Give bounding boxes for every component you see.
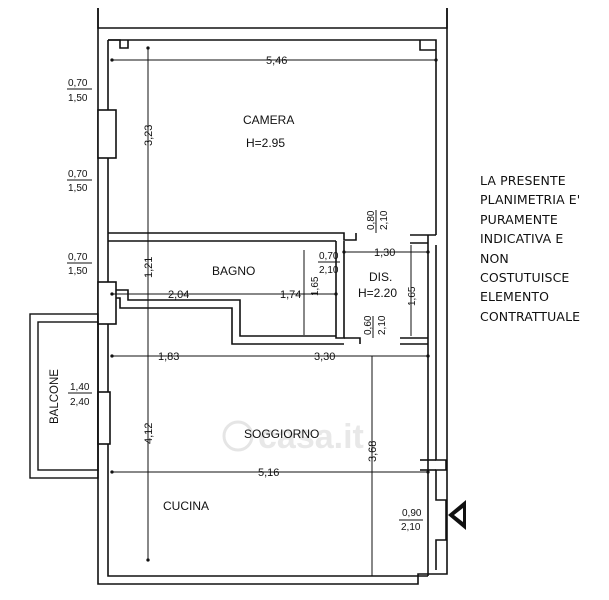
balcony xyxy=(29,313,99,479)
opening-door-dis-bottom: 2,10 xyxy=(377,315,388,335)
note-line: NON xyxy=(480,250,509,266)
note-line: COSTUTUISCE xyxy=(480,270,570,286)
room-label-camera: CAMERA xyxy=(243,113,294,127)
note-line: LA PRESENTE xyxy=(480,173,566,188)
room-height-camera: H=2.95 xyxy=(246,136,285,150)
opening-w2-bottom: 1,50 xyxy=(68,183,88,194)
room-label-soggiorno: SOGGIORNO xyxy=(244,427,319,441)
opening-entrance-top: 0,90 xyxy=(402,508,422,519)
opening-door-bagno-bottom: 2,10 xyxy=(319,265,339,276)
note-line: PURAMENTE xyxy=(480,211,558,227)
note-line: ELEMENTO xyxy=(480,289,550,305)
opening-w2-top: 0,70 xyxy=(68,169,88,180)
disclaimer-note: LA PRESENTE PLANIMETRIA E' PURAMENTE IND… xyxy=(480,171,605,326)
opening-fraction-bars xyxy=(67,88,423,521)
room-label-bagno: BAGNO xyxy=(212,264,255,278)
opening-door-camera-top: 0,80 xyxy=(366,210,377,230)
outer-walls xyxy=(97,8,448,585)
room-label-dis: DIS. xyxy=(369,270,392,284)
note-line: INDICATIVA E xyxy=(480,231,564,247)
opening-balcone-bottom: 2,40 xyxy=(70,397,90,408)
opening-w1-top: 0,70 xyxy=(68,78,88,89)
dim-bagno-width-right: 1,74 xyxy=(280,289,301,301)
note-line: PLANIMETRIA E' xyxy=(480,192,581,208)
dim-bagno-depth: 1,21 xyxy=(143,257,155,278)
dim-living-left: 1,83 xyxy=(158,351,179,363)
watermark-text: casa.it xyxy=(258,418,364,456)
dim-bagno-small: 1,65 xyxy=(310,276,321,296)
dimension-lines xyxy=(110,46,438,576)
room-height-dis: H=2.20 xyxy=(358,286,397,300)
dim-bagno-width-left: 2,04 xyxy=(168,289,189,301)
room-label-balcone: BALCONE xyxy=(49,369,61,424)
opening-door-camera-bottom: 2,10 xyxy=(379,210,390,230)
watermark: casa.it xyxy=(222,418,364,456)
opening-w1-bottom: 1,50 xyxy=(68,93,88,104)
dim-camera-width: 5,46 xyxy=(266,55,287,67)
opening-door-bagno-top: 0,70 xyxy=(319,251,339,262)
dim-living-right: 3,30 xyxy=(314,351,335,363)
dim-camera-depth: 3,23 xyxy=(143,125,155,146)
opening-w3-top: 0,70 xyxy=(68,252,88,263)
room-label-cucina: CUCINA xyxy=(163,499,209,513)
opening-entrance-bottom: 2,10 xyxy=(401,522,421,533)
dim-dis-depth: 1,65 xyxy=(407,286,418,306)
dim-living-depth-right: 3,68 xyxy=(367,441,379,462)
dim-dis-width: 1,30 xyxy=(374,247,395,259)
dim-living-depth-left: 4,12 xyxy=(143,423,155,444)
opening-balcone-top: 1,40 xyxy=(70,382,90,393)
entrance-arrow-icon xyxy=(448,500,466,530)
opening-door-dis-top: 0,60 xyxy=(363,315,374,335)
note-line: CONTRATTUALE xyxy=(480,308,581,324)
dim-living-width: 5,16 xyxy=(258,467,279,479)
opening-w3-bottom: 1,50 xyxy=(68,266,88,277)
